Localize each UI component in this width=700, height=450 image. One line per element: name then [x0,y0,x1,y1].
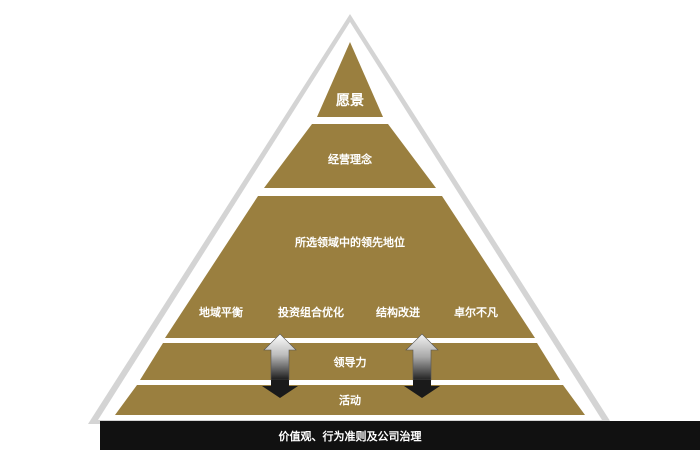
pillar-label: 地域平衡 [199,305,243,319]
pillar-label: 卓尔不凡 [454,305,498,319]
tier-leadership-position [165,196,535,338]
base-bar [100,421,700,450]
tier-activities [115,385,585,415]
tier-philosophy-label: 经营理念 [328,152,373,166]
tier-vision [317,42,383,117]
tier-leadership-position-label: 所选领域中的领先地位 [295,235,405,249]
tier-leadership [140,343,560,380]
tier-leadership-label: 领导力 [333,355,367,369]
pillar-label: 结构改进 [375,305,420,319]
arrow-down [262,333,298,398]
tier-activities-label: 活动 [339,393,361,407]
pillar-label: 投资组合优化 [278,305,344,319]
tier-vision-label: 愿景 [336,93,364,109]
arrow-up [404,333,440,398]
base-bar-label: 价值观、行为准则及公司治理 [279,429,422,443]
tier-philosophy [264,124,436,188]
